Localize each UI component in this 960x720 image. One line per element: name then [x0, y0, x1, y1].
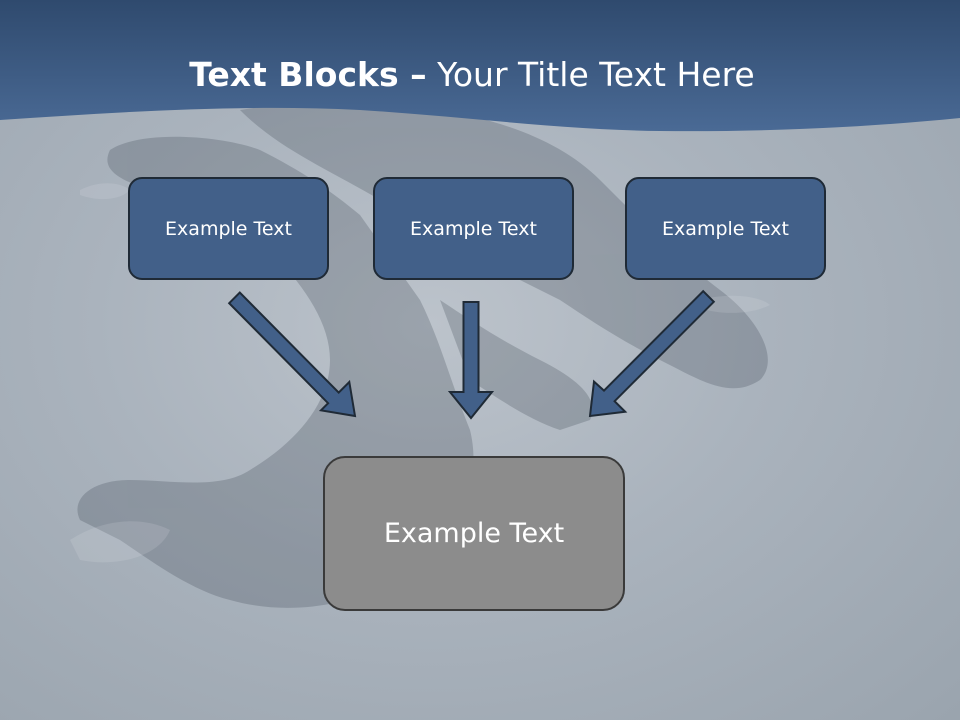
arrow-left	[227, 291, 357, 418]
result-box: Example Text	[323, 456, 625, 611]
title-rest: Your Title Text Here	[426, 55, 755, 94]
header-band	[0, 0, 960, 132]
arrow-middle	[447, 301, 495, 420]
arrow-right	[588, 289, 716, 418]
text-box-2: Example Text	[373, 177, 574, 280]
text-box-1: Example Text	[128, 177, 329, 280]
title-bold: Text Blocks	[189, 55, 399, 94]
result-box-label: Example Text	[383, 518, 565, 549]
title-dash: –	[398, 55, 427, 94]
text-box-2-label: Example Text	[410, 217, 537, 240]
text-box-3-label: Example Text	[662, 217, 789, 240]
text-box-3: Example Text	[625, 177, 826, 280]
text-box-1-label: Example Text	[165, 217, 292, 240]
slide-title: Text Blocks – Your Title Text Here	[0, 52, 944, 98]
